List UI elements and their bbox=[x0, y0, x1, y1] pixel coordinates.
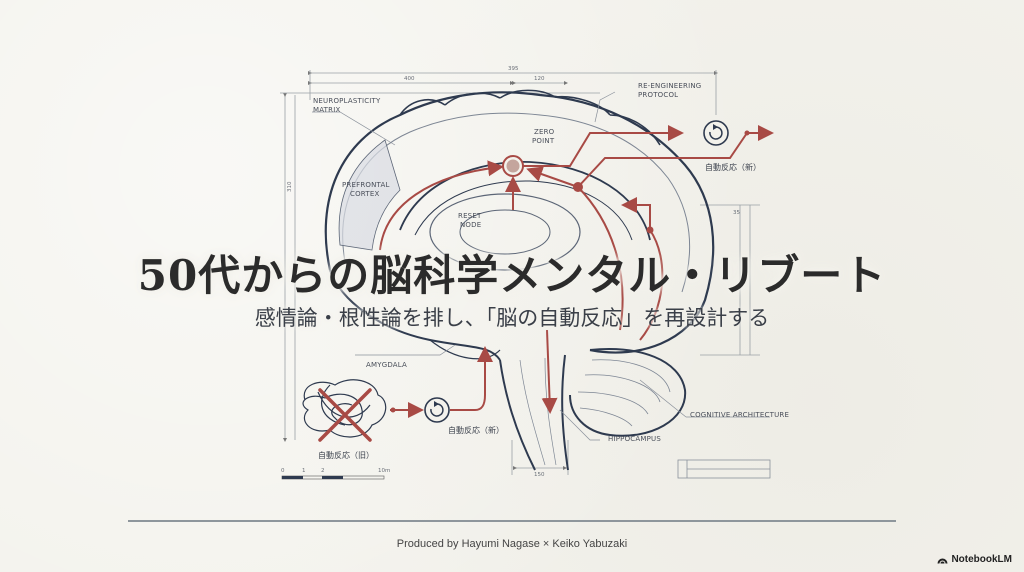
dimension-total-width: 395 bbox=[508, 66, 519, 72]
scale-bar bbox=[281, 475, 385, 480]
label-hippocampus: HIPPOCAMPUS bbox=[608, 435, 661, 443]
label-reset: RESET bbox=[458, 212, 482, 220]
tangled-old-response-icon bbox=[302, 379, 387, 438]
dimension-bottom: 150 bbox=[534, 472, 545, 478]
scale-tick-2: 2 bbox=[321, 468, 325, 474]
label-matrix: MATRIX bbox=[313, 106, 340, 114]
credit-line: Produced by Hayumi Nagase × Keiko Yabuza… bbox=[396, 538, 628, 550]
reset-cycle-icon-bottom bbox=[424, 397, 450, 423]
label-re-engineering: RE-ENGINEERING bbox=[638, 82, 701, 90]
dimension-small: 35 bbox=[733, 210, 740, 216]
blueprint-title-block bbox=[677, 459, 771, 479]
footer-divider bbox=[128, 520, 896, 522]
dimension-right-width: 120 bbox=[534, 76, 545, 82]
notebooklm-logo-icon bbox=[937, 558, 948, 564]
label-cortex: CORTEX bbox=[350, 190, 379, 198]
label-auto-response-new-bottom: 自動反応（新） bbox=[448, 425, 504, 435]
notebooklm-brand: NotebookLM bbox=[937, 554, 1012, 565]
label-zero: ZERO bbox=[534, 128, 555, 136]
slide-title: 50代からの脳科学メンタル・リブート bbox=[137, 251, 887, 300]
brand-label: NotebookLM bbox=[951, 554, 1012, 565]
slide-subtitle: 感情論・根性論を排し、「脳の自動反応」を再設計する bbox=[254, 306, 770, 330]
label-auto-response-old: 自動反応（旧） bbox=[318, 450, 374, 460]
scale-tick-10m: 10m bbox=[378, 468, 390, 474]
label-point: POINT bbox=[532, 137, 555, 145]
label-auto-response-new-top: 自動反応（新） bbox=[705, 162, 761, 172]
reset-cycle-icon-top bbox=[703, 120, 729, 146]
label-cognitive-architecture: COGNITIVE ARCHITECTURE bbox=[690, 411, 789, 419]
label-prefrontal: PREFRONTAL bbox=[342, 181, 390, 189]
label-neuroplasticity: NEUROPLASTICITY bbox=[313, 97, 381, 105]
dimension-left-width: 400 bbox=[404, 76, 415, 82]
scale-tick-0: 0 bbox=[281, 468, 285, 474]
scale-tick-1: 1 bbox=[302, 468, 306, 474]
label-amygdala: AMYGDALA bbox=[366, 361, 407, 369]
dimension-height: 310 bbox=[287, 181, 293, 192]
label-protocol: PROTOCOL bbox=[638, 91, 678, 99]
label-node: NODE bbox=[460, 221, 481, 229]
